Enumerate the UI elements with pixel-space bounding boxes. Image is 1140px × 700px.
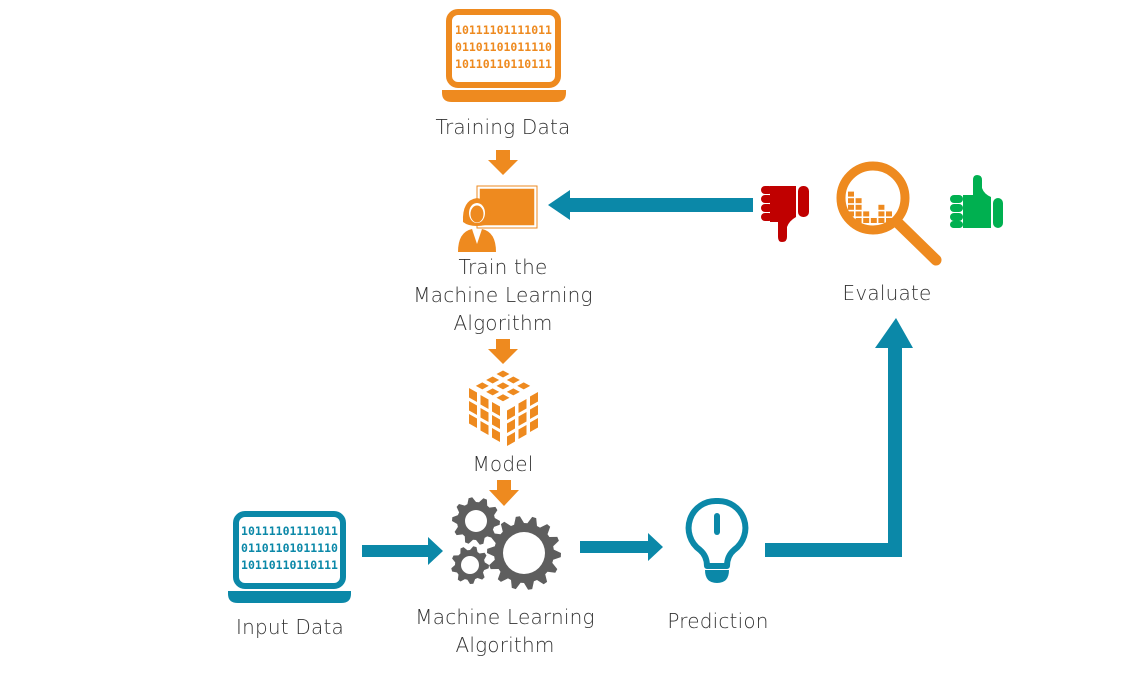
cube-tile	[518, 412, 527, 426]
cube-tile	[480, 421, 489, 435]
cube-tile	[530, 392, 538, 406]
cube-tile	[530, 405, 538, 419]
binary-line: 10110110110111	[455, 57, 552, 71]
train-label-line-3: Algorithm	[453, 311, 553, 335]
chart-cell	[878, 204, 885, 210]
cube-tile	[480, 408, 489, 422]
chart-cell	[878, 211, 885, 217]
cube-tile	[492, 402, 500, 416]
cube-tile	[517, 382, 531, 390]
chart-cell	[878, 218, 885, 223]
cube-tile	[486, 388, 500, 396]
cube-tile	[507, 432, 515, 446]
ml-algorithm-label-line-1: Machine Learning	[415, 605, 595, 629]
arrow-down-orange	[489, 480, 519, 506]
chart-cell	[863, 211, 870, 217]
cube-tile	[469, 414, 477, 428]
binary-line: 10110110110111	[241, 558, 338, 572]
cube-tile	[475, 382, 489, 390]
chart-cell	[855, 204, 862, 210]
trainer-board-icon	[458, 185, 538, 252]
chart-cell	[848, 198, 854, 204]
arrow-right-teal	[362, 537, 443, 565]
train-label-line-1: Train the	[458, 255, 548, 279]
chart-cell	[855, 218, 862, 223]
gear	[452, 497, 500, 545]
cube-tile	[506, 388, 520, 396]
train-label-line-2: Machine Learning	[413, 283, 593, 307]
cube-tile	[507, 406, 515, 420]
chart-cell	[848, 218, 854, 223]
chart-cell	[848, 191, 854, 197]
chart-cell	[870, 218, 877, 223]
gear	[451, 546, 489, 584]
cube-tile	[496, 394, 510, 402]
chart-cell	[848, 211, 854, 217]
arrow-up-teal	[765, 318, 913, 557]
thumbs-down-icon	[761, 186, 809, 242]
cube-tile	[496, 382, 510, 390]
input-data-label: Input Data	[236, 615, 344, 639]
arrow-down-orange	[488, 150, 518, 175]
binary-line: 10111101111011	[455, 23, 552, 37]
binary-line: 10111101111011	[241, 524, 338, 538]
cube-tile	[492, 415, 500, 429]
cube-tile	[506, 376, 520, 384]
lightbulb-icon	[685, 497, 749, 583]
evaluate-label: Evaluate	[842, 281, 932, 305]
arrow-down-orange	[488, 339, 518, 364]
chart-cell	[848, 204, 854, 210]
prediction-label: Prediction	[667, 609, 769, 633]
cube-tile	[480, 395, 489, 409]
model-label: Model	[472, 452, 534, 476]
chart-cell	[863, 218, 870, 223]
laptop-binary-icon: 10111101111011 01101101011110 1011011011…	[228, 511, 351, 603]
cube-tile	[518, 425, 527, 439]
gears-icon	[451, 497, 561, 590]
cube-tile	[518, 399, 527, 413]
thumbs-up-icon	[950, 175, 1003, 228]
training-data-label: Training Data	[435, 115, 571, 139]
cube-grid-icon	[469, 370, 538, 446]
arrow-right-teal	[580, 533, 663, 561]
ml-algorithm-label-line-2: Algorithm	[455, 633, 555, 657]
cube-tile	[496, 370, 510, 378]
binary-line: 01101101011110	[241, 541, 338, 555]
cube-tile	[469, 388, 477, 402]
arrow-left-teal	[548, 190, 753, 220]
gear	[487, 516, 561, 590]
laptop-binary-icon: 10111101111011 01101101011110 1011011011…	[442, 9, 566, 102]
magnifier-chart-icon	[836, 161, 942, 266]
cube-tile	[492, 428, 500, 442]
chart-cell	[886, 218, 892, 223]
cube-tile	[507, 419, 515, 433]
cube-tile	[469, 401, 477, 415]
chart-cell	[855, 211, 862, 217]
cube-tile	[486, 376, 500, 384]
binary-line: 01101101011110	[455, 40, 552, 54]
chart-cell	[886, 211, 892, 217]
chart-cell	[855, 198, 862, 204]
cube-tile	[530, 418, 538, 432]
